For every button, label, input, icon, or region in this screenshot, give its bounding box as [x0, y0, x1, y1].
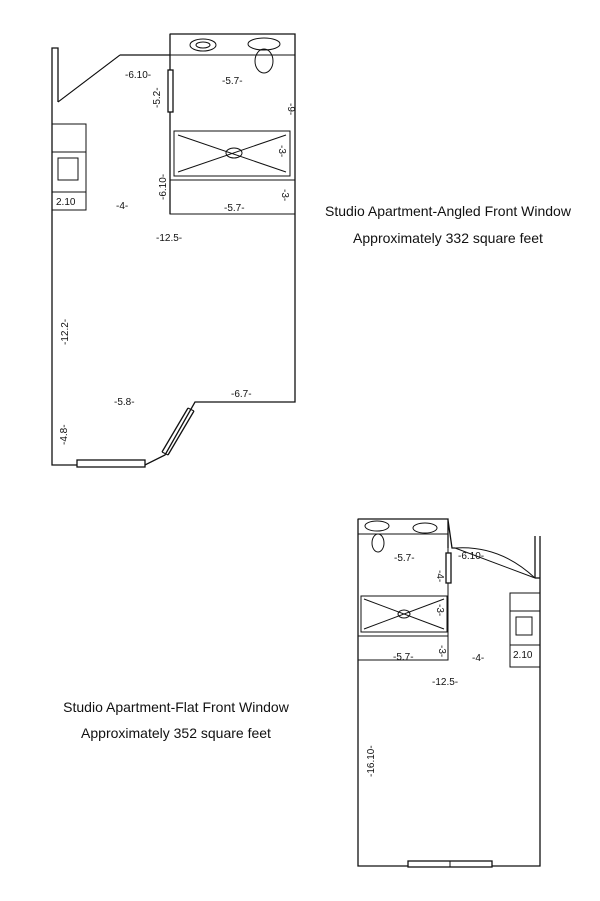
- dim-bath-bottom: -5.7-: [224, 203, 245, 214]
- dim-kitchen: 2.10: [56, 197, 76, 208]
- dim-room-width: -12.5-: [156, 233, 182, 244]
- toilet-tank-icon: [412, 522, 438, 534]
- dim-bath-bottom: -5.7-: [393, 652, 414, 663]
- plan-2-caption-area: Approximately 352 square feet: [81, 725, 271, 741]
- plan-1-caption-area: Approximately 332 square feet: [353, 230, 543, 246]
- dim-door: -6.10-: [458, 551, 484, 562]
- dim-kitchen-gap: -4-: [116, 201, 128, 212]
- dim-tub-side: -3-: [276, 145, 287, 157]
- plan-1-caption-title: Studio Apartment-Angled Front Window: [325, 203, 571, 219]
- dim-front-right: -6.7-: [231, 389, 252, 400]
- dim-bath-top: -5.7-: [222, 76, 243, 87]
- toilet-tank-icon: [247, 37, 281, 51]
- dim-closet-side: -4-: [434, 570, 445, 582]
- front-window-angled: [161, 407, 195, 456]
- kitchenette: [509, 592, 541, 668]
- kitchenette: [51, 123, 87, 211]
- dim-door: -6.10-: [125, 70, 151, 81]
- dim-tub-side: -3-: [434, 604, 445, 616]
- bathroom: [357, 518, 449, 661]
- plan-2-caption-title: Studio Apartment-Flat Front Window: [63, 699, 289, 715]
- dim-bath-top: -5.7-: [394, 553, 415, 564]
- dim-corner: -4.8-: [59, 424, 70, 445]
- closet-door: [167, 69, 174, 113]
- bathroom-vanity-counter: [357, 518, 449, 535]
- exterior-wall: [51, 33, 296, 466]
- bathtub-icon: [173, 130, 291, 177]
- dim-room-depth: -16.10-: [366, 745, 377, 777]
- front-window-flat: [76, 459, 146, 468]
- toilet-bowl-icon: [254, 48, 274, 74]
- dim-kitchen-gap: -4-: [472, 653, 484, 664]
- bathroom-vanity-counter: [169, 33, 296, 56]
- sink-icon: [189, 38, 217, 52]
- sink-icon: [364, 520, 390, 532]
- toilet-bowl-icon: [371, 533, 385, 553]
- dim-closet-side: -5.2-: [152, 87, 163, 108]
- entry-door: [454, 547, 536, 579]
- dim-left-wall: -12.2-: [60, 319, 71, 345]
- dim-closet-front: -3-: [436, 645, 447, 657]
- plan-flat-front-window: -5.7- -6.10- -4- -3- -5.7- -3- -4- 2.10 …: [357, 518, 541, 868]
- kitchen-sink-icon: [57, 157, 79, 181]
- dim-kitchen: 2.10: [513, 650, 533, 661]
- bathtub-icon: [360, 595, 448, 633]
- plan-angled-front-window: -6.10- -5.7- -5.2- -9- -3- -6.10- -3- -5…: [51, 33, 296, 468]
- dim-front-left: -5.8-: [114, 397, 135, 408]
- dim-bath-side: -9-: [285, 103, 296, 115]
- closet-door: [445, 552, 452, 584]
- dim-bath-depth: -6.10-: [158, 174, 169, 200]
- dim-closet-front: -3-: [279, 189, 290, 201]
- dim-room-width: -12.5-: [432, 677, 458, 688]
- kitchen-sink-icon: [515, 616, 533, 636]
